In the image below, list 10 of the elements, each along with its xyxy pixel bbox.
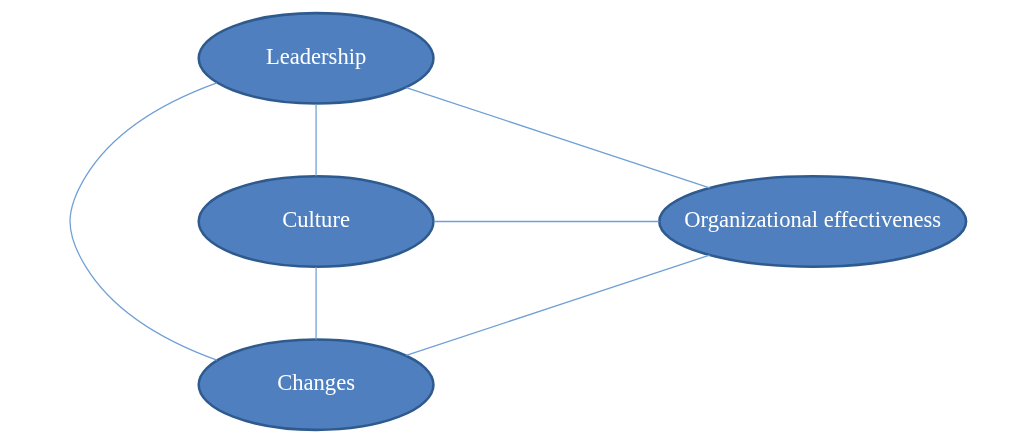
node-ellipse: Culture (196, 175, 435, 268)
connector (432, 220, 660, 223)
connector (405, 87, 710, 189)
connector (405, 254, 710, 356)
connector (68, 82, 218, 361)
node-ellipse: Changes (196, 338, 435, 432)
node-ellipse: Organizational effectiveness (657, 175, 967, 268)
node-ellipse: Leadership (196, 11, 435, 105)
connector (314, 103, 317, 177)
connector (314, 266, 317, 341)
